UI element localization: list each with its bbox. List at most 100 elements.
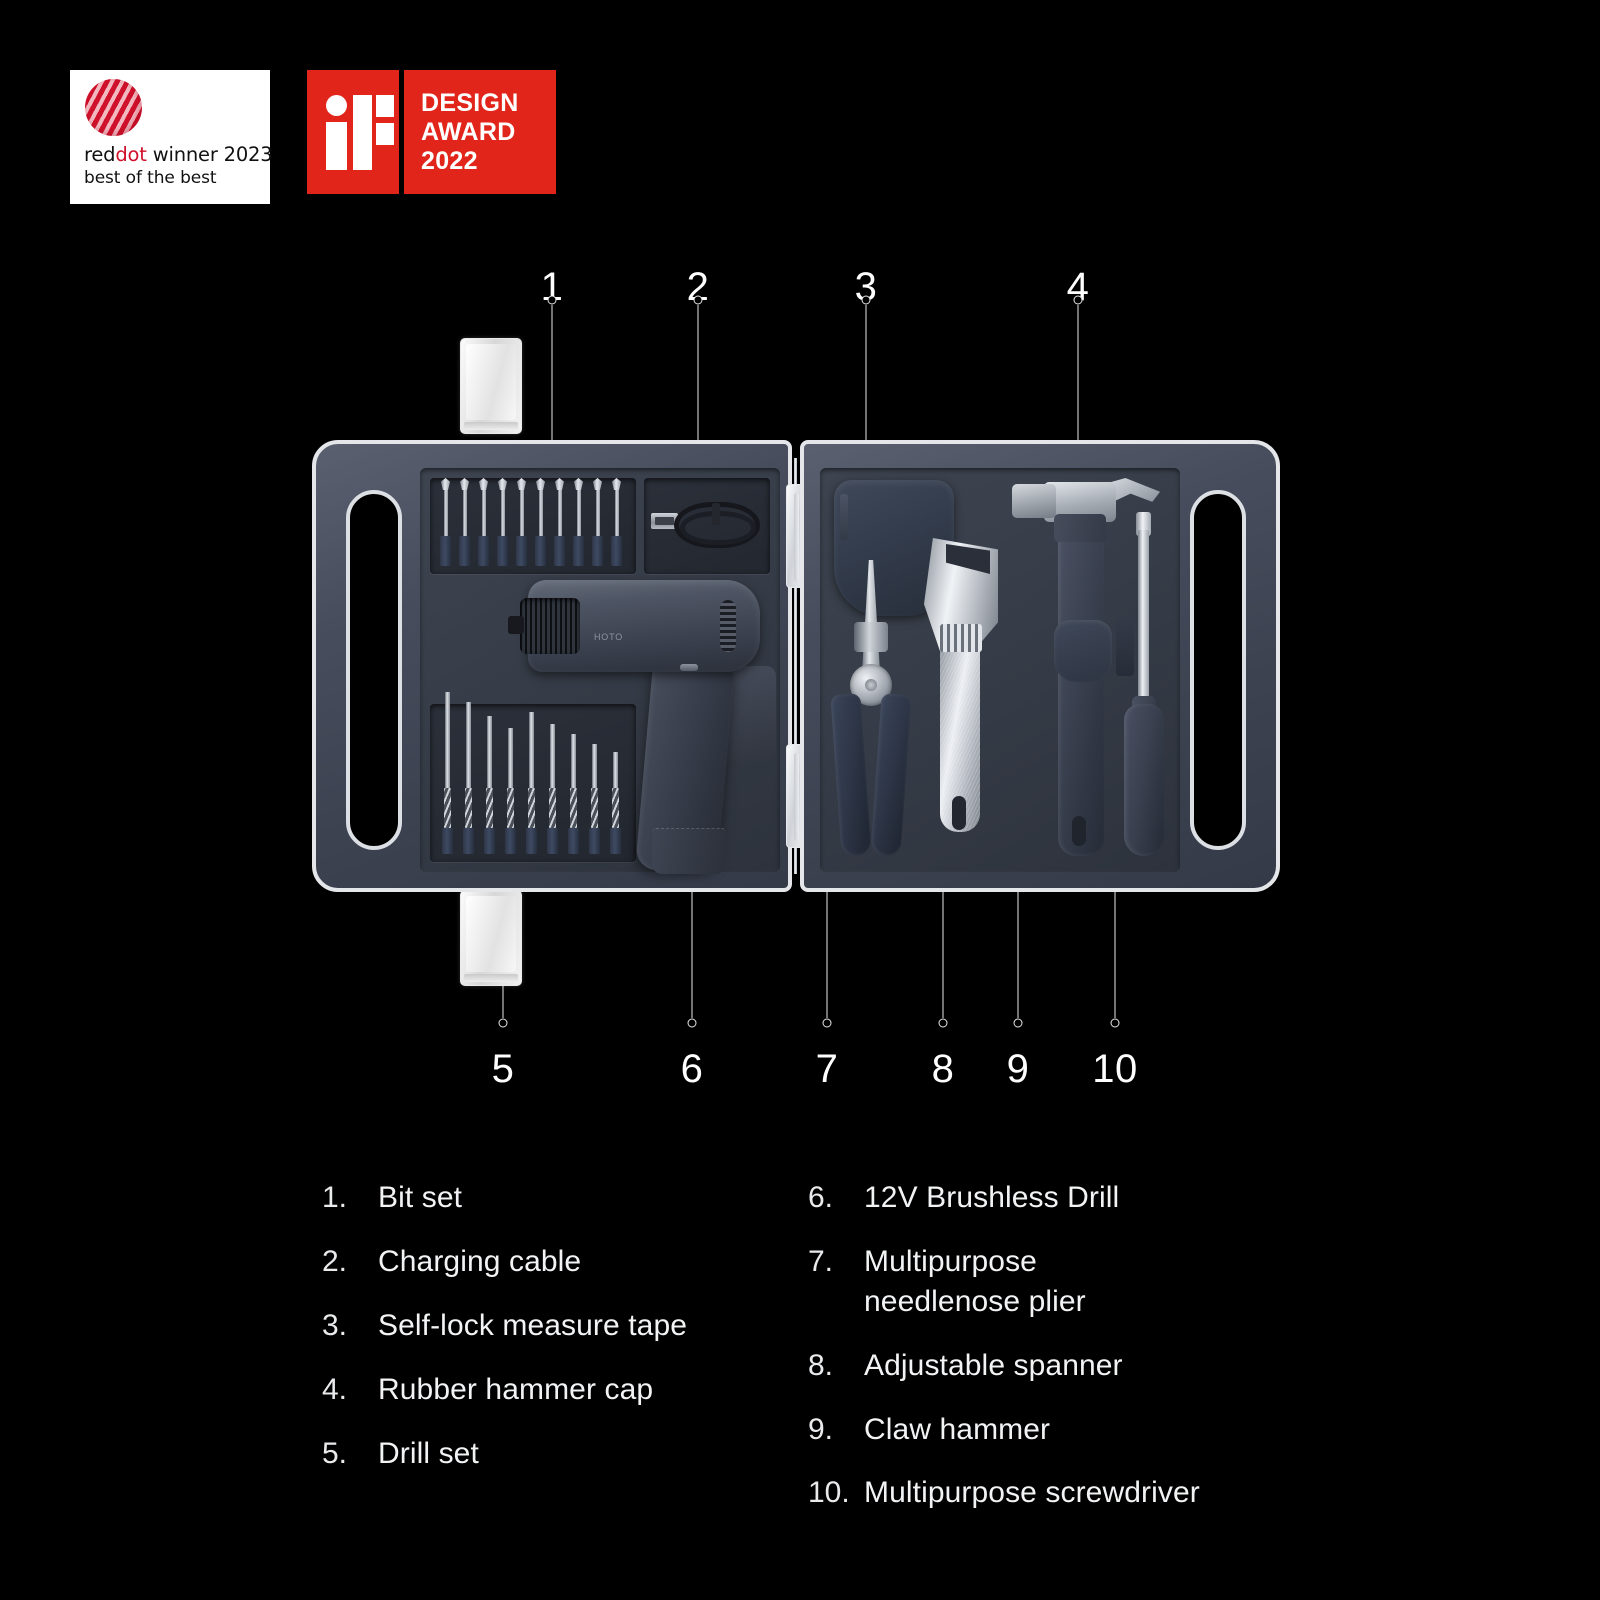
drill-nose xyxy=(508,616,524,634)
legend-item: 5. Drill set xyxy=(322,1434,792,1474)
legend-label: Claw hammer xyxy=(864,1412,1051,1446)
callout-leader-8 xyxy=(942,772,944,1018)
legend-item: 9. Claw hammer xyxy=(808,1410,1328,1450)
callout-dot-2 xyxy=(693,295,703,305)
bit xyxy=(592,478,603,566)
bit xyxy=(459,478,470,566)
drill-bit xyxy=(568,734,579,854)
left-tray: HOTO xyxy=(420,468,780,874)
callout-leader-2 xyxy=(697,305,699,505)
drill-bit xyxy=(526,712,537,854)
drill-bit xyxy=(547,724,558,854)
rubber-hammer-cap xyxy=(1054,620,1112,682)
usb-connector-icon xyxy=(651,513,678,529)
callout-dot-5 xyxy=(498,1018,508,1028)
drill-bit-set xyxy=(430,692,636,862)
case-right-half xyxy=(800,440,1280,892)
legend-number: 9. xyxy=(808,1412,834,1446)
if-award-text: DESIGN AWARD 2022 xyxy=(404,70,556,194)
latch-bottom xyxy=(460,890,522,986)
callout-number-2: 2 xyxy=(686,265,710,309)
legend-number: 8. xyxy=(808,1348,834,1382)
drill-bit xyxy=(442,692,453,854)
callout-leader-10 xyxy=(1114,827,1116,1018)
callout-dot-6 xyxy=(687,1018,697,1028)
latch-top xyxy=(460,338,522,434)
callout-leader-6 xyxy=(691,833,693,1018)
bit xyxy=(611,478,622,566)
bit-set xyxy=(430,478,636,574)
legend-number: 4. xyxy=(322,1372,348,1406)
callout-number-5: 5 xyxy=(491,1047,515,1091)
legend-item: 8. Adjustable spanner xyxy=(808,1346,1328,1386)
drill-body: HOTO xyxy=(528,580,760,672)
callout-number-1: 1 xyxy=(540,265,564,309)
legend-label: Multipurpose screwdriver xyxy=(864,1476,1200,1510)
cap-slot xyxy=(1116,618,1134,676)
callout-number-10: 10 xyxy=(1092,1047,1138,1091)
callout-number-7: 7 xyxy=(815,1047,839,1091)
callout-dot-7 xyxy=(822,1018,832,1028)
legend-label: Self-lock measure tape xyxy=(378,1308,688,1342)
bit xyxy=(573,478,584,566)
drill-bit xyxy=(463,702,474,854)
legend-number: 1. xyxy=(322,1181,348,1214)
legend-number: 6. xyxy=(808,1181,834,1214)
callout-leader-1 xyxy=(551,305,553,470)
bit xyxy=(440,478,451,566)
drill-chuck xyxy=(520,598,580,654)
legend-label: Charging cable xyxy=(378,1244,582,1278)
cordless-drill: HOTO xyxy=(508,580,776,874)
drill-battery xyxy=(652,828,726,874)
award-badges: reddot winner 2023 best of the best DESI… xyxy=(70,70,556,204)
legend-item: 1. Bit set xyxy=(322,1178,792,1218)
reddot-award-badge: reddot winner 2023 best of the best xyxy=(70,70,273,204)
drill-button xyxy=(680,664,698,671)
measure-tape-clip xyxy=(840,494,848,540)
callout-dot-8 xyxy=(938,1018,948,1028)
callout-leader-9 xyxy=(1017,768,1019,1018)
legend-label: Bit set xyxy=(378,1181,463,1214)
callout-dot-3 xyxy=(861,295,871,305)
reddot-word-dot: dot xyxy=(115,143,147,166)
legend-item: 2.Charging cable xyxy=(322,1242,792,1282)
legend-item: 4. Rubber hammer cap xyxy=(322,1370,792,1410)
legend-number: 3. xyxy=(322,1308,348,1342)
cable-tie xyxy=(712,503,720,525)
legend-label: Multipurpose needlenose plier xyxy=(864,1244,1086,1318)
drill-vent xyxy=(720,600,736,652)
callout-number-3: 3 xyxy=(854,265,878,309)
right-tray xyxy=(820,468,1180,872)
legend-label: Rubber hammer cap xyxy=(378,1372,654,1406)
callout-number-6: 6 xyxy=(680,1047,704,1091)
reddot-badge-line1: reddot winner 2023 xyxy=(84,143,273,166)
reddot-word-red: red xyxy=(84,143,116,166)
reddot-badge-line2: best of the best xyxy=(84,168,217,188)
legend-item: 3. Self-lock measure tape xyxy=(322,1306,792,1346)
legend-number: 5. xyxy=(322,1436,348,1470)
drill-bit xyxy=(610,752,621,854)
legend-column-right: 6. 12V Brushless Drill 7. Multipurpose need… xyxy=(808,1178,1328,1537)
reddot-sphere-icon xyxy=(85,79,142,136)
legend-label: 12V Brushless Drill xyxy=(864,1181,1120,1214)
if-award-line3: 2022 xyxy=(421,147,478,175)
drill-bit xyxy=(589,744,600,854)
if-logo-icon xyxy=(307,70,399,194)
adjustable-spanner xyxy=(918,538,1004,856)
legend-number: 7. xyxy=(808,1244,834,1278)
callout-dot-10 xyxy=(1110,1018,1120,1028)
charging-cable xyxy=(644,478,770,574)
callout-dot-1 xyxy=(547,295,557,305)
if-award-line2: AWARD xyxy=(421,118,516,146)
if-design-award-badge: DESIGN AWARD 2022 xyxy=(307,70,556,194)
bit xyxy=(516,478,527,566)
legend-item: 7. Multipurpose needlenose plier xyxy=(808,1242,1328,1322)
legend-label: Adjustable spanner xyxy=(864,1348,1123,1382)
case-left-half: HOTO xyxy=(312,440,792,892)
legend-label: Drill set xyxy=(378,1436,479,1470)
reddot-winner-year: winner 2023 xyxy=(146,143,273,166)
legend-item: 6. 12V Brushless Drill xyxy=(808,1178,1328,1218)
needlenose-plier xyxy=(830,560,912,857)
legend-column-left: 1. Bit set 2.Charging cable 3. Self-lock mea… xyxy=(322,1178,792,1497)
bit xyxy=(554,478,565,566)
